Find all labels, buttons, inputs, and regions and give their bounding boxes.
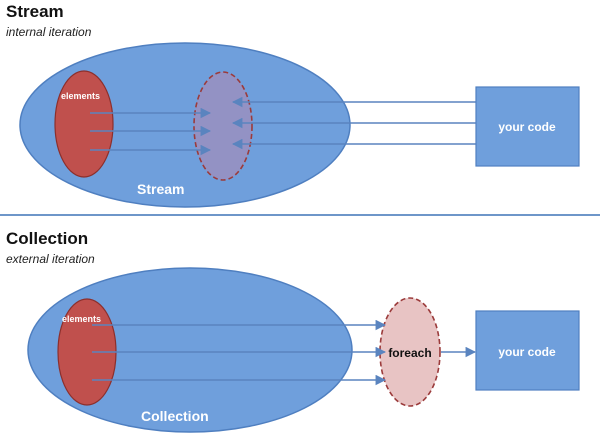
- stream-panel: elements Stream your code: [19, 42, 580, 208]
- stream-outer-label: Stream: [137, 181, 184, 197]
- collection-title: Collection: [6, 229, 89, 248]
- collection-code-box: [475, 310, 580, 391]
- collection-foreach-ellipse: [379, 297, 441, 407]
- stream-elements-ellipse: [54, 70, 114, 178]
- stream-title: Stream: [6, 2, 64, 21]
- collection-subtitle: external iteration: [6, 252, 95, 266]
- collection-outer-ellipse: [27, 267, 353, 433]
- collection-outer-label: Collection: [141, 408, 209, 424]
- collection-code-label: your code: [498, 345, 556, 359]
- collection-elements-label: elements: [62, 314, 101, 324]
- stream-code-label: your code: [498, 120, 556, 134]
- collection-foreach-label: foreach: [388, 346, 431, 360]
- collection-panel: elements Collection foreach your code: [27, 267, 580, 433]
- stream-subtitle: internal iteration: [6, 25, 92, 39]
- stream-elements-label: elements: [61, 91, 100, 101]
- stream-dashed-ellipse: [193, 71, 253, 181]
- stream-code-box: [475, 86, 580, 167]
